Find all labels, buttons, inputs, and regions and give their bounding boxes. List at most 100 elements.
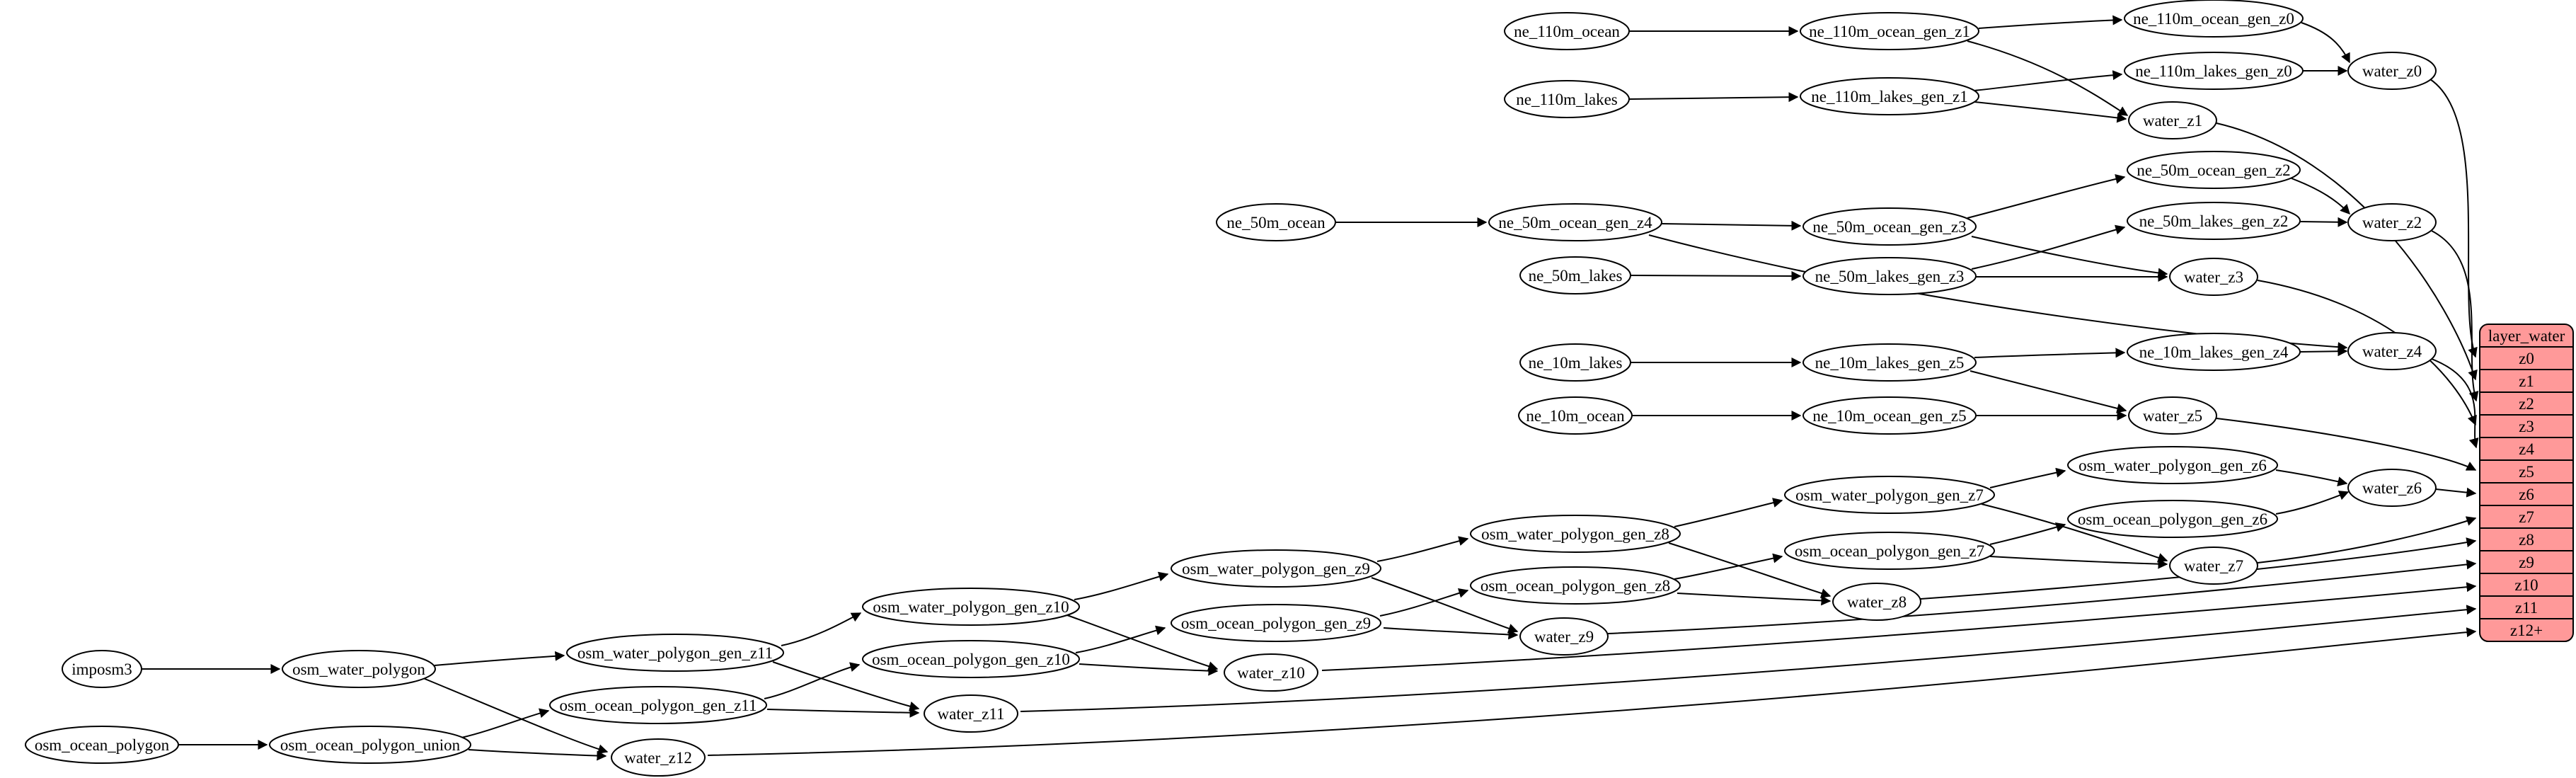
edge-osm_ocean_polygon_gen_z10--osm_ocean_polygon_gen_z9 xyxy=(1075,625,1166,653)
node-ne_10m_lakes_gen_z5: ne_10m_lakes_gen_z5 xyxy=(1802,343,1977,382)
edge-water_z0--layer_water-z0 xyxy=(2430,79,2478,358)
node-osm_water_polygon_gen_z6: osm_water_polygon_gen_z6 xyxy=(2067,446,2278,484)
edge-osm_water_polygon_gen_z7--water_z7 xyxy=(1981,503,2168,563)
edge-ne_50m_lakes--ne_50m_lakes_gen_z3 xyxy=(1630,270,1802,281)
edge-osm_ocean_polygon_gen_z6--water_z6 xyxy=(2275,491,2350,515)
node-osm_ocean_polygon_gen_z10: osm_ocean_polygon_gen_z10 xyxy=(862,640,1080,678)
node-osm_water_polygon: osm_water_polygon xyxy=(282,650,436,688)
node-label-ne_10m_lakes: ne_10m_lakes xyxy=(1529,354,1623,372)
edge-osm_water_polygon_gen_z11--osm_water_polygon_gen_z10 xyxy=(781,612,862,646)
edge-ne_10m_lakes_gen_z4--water_z4 xyxy=(2299,346,2348,357)
edge-water_z12--layer_water-z12plus xyxy=(707,627,2477,756)
edge-ne_50m_ocean_gen_z4--ne_50m_ocean_gen_z3 xyxy=(1661,220,1802,231)
node-label-water_z7: water_z7 xyxy=(2184,557,2243,575)
edge-water_z9--layer_water-z9 xyxy=(1607,559,2477,634)
edge-osm_water_polygon_gen_z8--osm_water_polygon_gen_z7 xyxy=(1674,498,1783,527)
node-water_z7: water_z7 xyxy=(2169,547,2258,585)
node-label-water_z4: water_z4 xyxy=(2362,343,2422,360)
node-ne_110m_lakes: ne_110m_lakes xyxy=(1504,80,1630,118)
edge-osm_ocean_polygon_gen_z11--water_z11 xyxy=(766,707,920,718)
edge-osm_water_polygon_gen_z10--water_z10 xyxy=(1066,614,1219,671)
node-water_z0: water_z0 xyxy=(2347,52,2437,90)
node-ne_50m_ocean: ne_50m_ocean xyxy=(1216,203,1336,241)
edge-ne_50m_ocean_gen_z3--water_z3 xyxy=(1971,236,2168,278)
node-label-ne_110m_ocean: ne_110m_ocean xyxy=(1514,23,1620,40)
layer-water-title: layer_water xyxy=(2488,327,2565,345)
node-ne_110m_ocean_gen_z0: ne_110m_ocean_gen_z0 xyxy=(2124,0,2304,38)
node-label-water_z8: water_z8 xyxy=(1847,593,1907,611)
layer-water-row-z0: z0 xyxy=(2519,350,2534,367)
node-water_z2: water_z2 xyxy=(2347,203,2437,241)
node-label-ne_50m_ocean_gen_z2: ne_50m_ocean_gen_z2 xyxy=(2137,161,2290,179)
node-ne_110m_lakes_gen_z1: ne_110m_lakes_gen_z1 xyxy=(1800,77,1979,115)
node-label-water_z3: water_z3 xyxy=(2184,268,2243,286)
node-label-water_z10: water_z10 xyxy=(1237,664,1305,682)
node-label-ne_110m_ocean_gen_z0: ne_110m_ocean_gen_z0 xyxy=(2133,10,2294,28)
node-label-osm_ocean_polygon_gen_z10: osm_ocean_polygon_gen_z10 xyxy=(872,651,1070,668)
node-water_z4: water_z4 xyxy=(2347,332,2437,370)
edge-ne_110m_lakes_gen_z1--water_z1 xyxy=(1974,101,2127,123)
node-osm_ocean_polygon: osm_ocean_polygon xyxy=(25,726,179,764)
node-ne_50m_ocean_gen_z2: ne_50m_ocean_gen_z2 xyxy=(2127,151,2301,189)
node-label-water_z11: water_z11 xyxy=(938,705,1005,723)
layer-water-row-z1: z1 xyxy=(2519,372,2534,390)
node-water_z12: water_z12 xyxy=(611,738,706,777)
edge-ne_10m_lakes_gen_z5--water_z5 xyxy=(1970,370,2127,413)
edge-ne_50m_ocean_gen_z2--water_z2 xyxy=(2291,178,2350,215)
layer-water-row-z7: z7 xyxy=(2519,508,2534,526)
node-ne_50m_lakes_gen_z2: ne_50m_lakes_gen_z2 xyxy=(2127,202,2301,240)
layer-water-row-z8: z8 xyxy=(2519,531,2534,549)
edge-water_z7--layer_water-z7 xyxy=(2257,516,2477,564)
node-ne_50m_lakes_gen_z3: ne_50m_lakes_gen_z3 xyxy=(1802,257,1977,295)
edge-water_z4--layer_water-z4 xyxy=(2431,358,2479,449)
node-label-osm_water_polygon: osm_water_polygon xyxy=(292,660,425,678)
edge-ne_110m_ocean_gen_z1--water_z1 xyxy=(1967,40,2129,116)
edge-osm_ocean_polygon_gen_z7--osm_ocean_polygon_gen_z6 xyxy=(1989,522,2066,545)
edge-ne_110m_lakes--ne_110m_lakes_gen_z1 xyxy=(1628,92,1799,103)
edge-osm_ocean_polygon_gen_z9--osm_ocean_polygon_gen_z8 xyxy=(1379,588,1469,617)
node-osm_ocean_polygon_union: osm_ocean_polygon_union xyxy=(269,726,471,764)
node-label-ne_110m_lakes_gen_z1: ne_110m_lakes_gen_z1 xyxy=(1811,88,1967,105)
node-ne_110m_ocean_gen_z1: ne_110m_ocean_gen_z1 xyxy=(1800,12,1979,50)
edge-osm_water_polygon_gen_z9--water_z9 xyxy=(1371,577,1519,634)
edge-water_z6--layer_water-z6 xyxy=(2435,487,2477,498)
node-label-osm_water_polygon_gen_z7: osm_water_polygon_gen_z7 xyxy=(1795,486,1984,504)
node-water_z3: water_z3 xyxy=(2169,258,2258,296)
edge-ne_110m_lakes_gen_z1--ne_110m_lakes_gen_z0 xyxy=(1974,70,2123,91)
node-label-osm_ocean_polygon_gen_z9: osm_ocean_polygon_gen_z9 xyxy=(1181,614,1371,632)
node-osm_ocean_polygon_gen_z6: osm_ocean_polygon_gen_z6 xyxy=(2067,500,2278,538)
node-label-ne_10m_ocean: ne_10m_ocean xyxy=(1526,407,1625,425)
layer-water-row-z5: z5 xyxy=(2519,463,2534,481)
node-label-osm_water_polygon_gen_z8: osm_water_polygon_gen_z8 xyxy=(1481,525,1669,543)
node-label-osm_water_polygon_gen_z6: osm_water_polygon_gen_z6 xyxy=(2078,457,2267,474)
node-water_z11: water_z11 xyxy=(924,694,1018,733)
node-label-water_z1: water_z1 xyxy=(2143,112,2202,130)
node-label-osm_ocean_polygon_gen_z8: osm_ocean_polygon_gen_z8 xyxy=(1480,577,1670,595)
edge-osm_ocean_polygon_gen_z7--water_z7 xyxy=(1989,556,2168,569)
node-imposm3: imposm3 xyxy=(62,650,142,688)
edge-osm_water_polygon_gen_z9--osm_water_polygon_gen_z8 xyxy=(1376,536,1469,562)
node-ne_50m_ocean_gen_z4: ne_50m_ocean_gen_z4 xyxy=(1488,203,1662,241)
edge-ne_110m_ocean_gen_z1--ne_110m_ocean_gen_z0 xyxy=(1978,15,2123,29)
edge-ne_110m_ocean_gen_z0--water_z0 xyxy=(2301,22,2350,64)
node-osm_water_polygon_gen_z11: osm_water_polygon_gen_z11 xyxy=(566,634,784,672)
node-label-osm_ocean_polygon_gen_z7: osm_ocean_polygon_gen_z7 xyxy=(1795,542,1984,560)
node-ne_110m_ocean: ne_110m_ocean xyxy=(1504,12,1630,50)
node-label-water_z12: water_z12 xyxy=(624,749,692,767)
edge-water_z2--layer_water-z2 xyxy=(2431,230,2479,402)
node-label-ne_50m_ocean: ne_50m_ocean xyxy=(1226,214,1326,231)
edge-osm_ocean_polygon_gen_z9--water_z9 xyxy=(1383,627,1519,640)
edge-water_z11--layer_water-z11 xyxy=(1020,605,2477,712)
node-ne_50m_lakes: ne_50m_lakes xyxy=(1519,256,1631,294)
layer-water-row-z6: z6 xyxy=(2519,486,2534,503)
node-label-ne_10m_lakes_gen_z4: ne_10m_lakes_gen_z4 xyxy=(2139,343,2289,361)
node-ne_110m_lakes_gen_z0: ne_110m_lakes_gen_z0 xyxy=(2124,52,2304,90)
node-label-ne_50m_lakes_gen_z2: ne_50m_lakes_gen_z2 xyxy=(2139,212,2289,230)
node-label-ne_50m_lakes: ne_50m_lakes xyxy=(1529,267,1623,285)
node-osm_water_polygon_gen_z7: osm_water_polygon_gen_z7 xyxy=(1784,476,1995,514)
node-ne_10m_lakes_gen_z4: ne_10m_lakes_gen_z4 xyxy=(2127,333,2301,371)
node-osm_water_polygon_gen_z8: osm_water_polygon_gen_z8 xyxy=(1470,515,1681,553)
node-water_z6: water_z6 xyxy=(2347,469,2437,507)
node-label-ne_50m_ocean_gen_z4: ne_50m_ocean_gen_z4 xyxy=(1498,214,1652,231)
